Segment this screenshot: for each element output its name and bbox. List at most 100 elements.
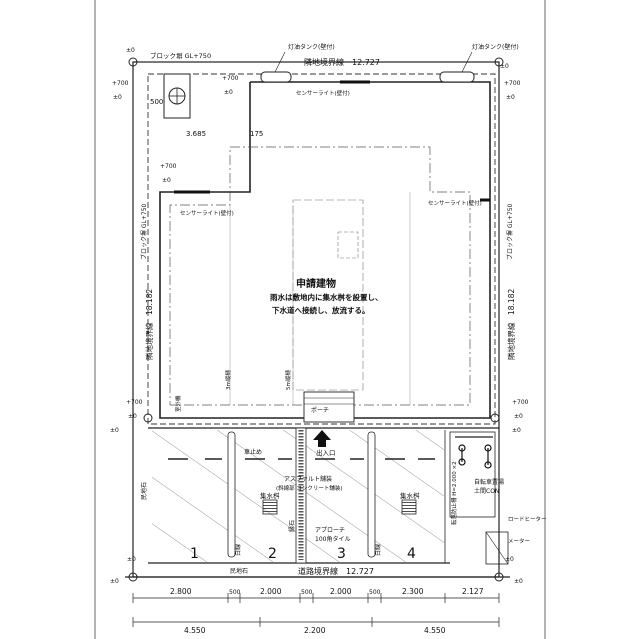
parking-space-4: 4 xyxy=(407,546,416,562)
label-sensor-top: センサーライト(壁付) xyxy=(296,89,350,97)
road-heater-diagonal xyxy=(485,531,509,565)
corner-marker-tl xyxy=(128,57,138,67)
elev-zero-tl: ±0 xyxy=(113,94,122,101)
elev-plus700-ml: +700 xyxy=(160,163,177,170)
porch-area xyxy=(303,391,355,423)
label-entrance: 出入口 xyxy=(316,448,336,457)
elev-zero-tr: ±0 xyxy=(506,94,515,101)
bicycle-icons xyxy=(458,444,492,469)
elev-zero-road-r: ±0 xyxy=(514,578,523,585)
label-pipe-left: 3m縦樋 xyxy=(224,370,232,390)
label-white-line-2: 白線 xyxy=(374,544,382,556)
oil-tank-right-shape xyxy=(439,71,475,83)
catch-basin-left xyxy=(262,499,278,515)
building-title: 申請建物 xyxy=(296,277,336,290)
label-porch: ポーチ xyxy=(311,406,329,414)
label-road-header: ロードヒーター xyxy=(508,515,547,523)
elev-plus700-tr: +700 xyxy=(504,80,521,87)
label-boundary-top: 隣地境界線 12.727 xyxy=(304,57,380,67)
label-road-boundary: 道路境界線 12.727 xyxy=(298,566,374,576)
label-approach-1: アプローチ xyxy=(315,527,345,534)
label-block-left: ブロック塀 GL+750 xyxy=(150,51,211,60)
oil-tank-left-shape xyxy=(260,71,292,83)
corner-marker-mr xyxy=(490,413,500,423)
parking-space-1: 1 xyxy=(190,546,199,562)
elev-zero-bl2: ±0 xyxy=(110,427,119,434)
dim-row1-2: 2.000 xyxy=(260,587,282,596)
building-outline xyxy=(159,81,491,419)
elev-zero-bl: ±0 xyxy=(128,413,137,420)
label-pipe-mid: 5m縦樋 xyxy=(284,370,292,390)
building-note-2: 下水道へ接続し、放流する。 xyxy=(272,305,370,315)
elev-zero-t: ±0 xyxy=(224,89,233,96)
label-road-stone: 縁石 xyxy=(288,520,296,532)
dim-row1-3: 500 xyxy=(301,589,313,596)
dim-row1-ticks xyxy=(132,593,500,603)
elev-zero-ml: ±0 xyxy=(162,177,171,184)
label-white-line-1: 白線 xyxy=(234,544,242,556)
dim-3685: 3.685 xyxy=(186,130,206,138)
parking-space-2: 2 xyxy=(268,546,277,562)
label-oil-tank-left: 灯油タンク(壁付) xyxy=(288,43,335,51)
elev-plus700-bl: +700 xyxy=(126,399,143,406)
dim-row2-ticks xyxy=(132,617,500,627)
corner-marker-tr xyxy=(494,57,504,67)
label-ac-small: 室外機 xyxy=(174,395,182,412)
dim-row1-6: 2.300 xyxy=(402,587,424,596)
entrance-arrow-icon xyxy=(313,430,331,447)
parking-space-3: 3 xyxy=(337,546,346,562)
bicycle-parking-area xyxy=(449,431,496,518)
dim-row1-1: 500 xyxy=(229,589,241,596)
block-wall-outline xyxy=(147,73,496,425)
label-oil-tank-right: 灯油タンク(壁付) xyxy=(472,43,519,51)
approach-walkway xyxy=(295,427,307,564)
dim-row2-0: 4.550 xyxy=(184,626,206,635)
label-approach-2: 100角タイル xyxy=(315,535,350,543)
parking-dividers xyxy=(227,431,376,558)
road-heater-box xyxy=(485,531,509,565)
label-bicycle-floor: 土間CON xyxy=(474,487,499,495)
label-catch-basin-left: 集水桝 xyxy=(260,491,280,500)
label-sensor-right: センサーライト(壁付) xyxy=(428,199,482,207)
elev-zero-bottom-l: ±0 xyxy=(127,556,136,563)
label-fence: 転落防止柵 H=2.000 ×2 xyxy=(450,461,458,525)
elev-zero-bottom-r: ±0 xyxy=(505,556,514,563)
building-inner-line xyxy=(169,146,471,406)
elev-zero-tr2: ±0 xyxy=(500,63,509,70)
corner-marker-ml xyxy=(143,413,153,423)
label-neighbor-stone-left: 民地石 xyxy=(140,482,148,500)
core-box xyxy=(337,231,359,259)
elev-zero-road-l: ±0 xyxy=(110,578,119,585)
dim-500: 500 xyxy=(150,98,163,106)
dim-row1-4: 2.000 xyxy=(330,587,352,596)
elev-plus700-br: +700 xyxy=(512,399,529,406)
label-sensor-left: センサーライト(壁付) xyxy=(180,209,234,217)
label-boundary-right: 隣地境界線 18.182 xyxy=(506,289,516,360)
divider-3 xyxy=(367,431,376,558)
label-block-right-side: ブロック塀 GL+750 xyxy=(506,203,514,260)
dim-row2-1: 2.200 xyxy=(304,626,326,635)
dim-row1-0: 2.800 xyxy=(170,587,192,596)
dim-row1-5: 500 xyxy=(369,589,381,596)
dim-175: 175 xyxy=(250,130,263,138)
building-note-1: 雨水は敷地内に集水桝を設置し、 xyxy=(270,292,383,302)
label-paving-2: (斜線部 コンクリート舗装) xyxy=(276,484,343,492)
catch-basin-right xyxy=(401,499,417,515)
elev-plus700-tl: +700 xyxy=(112,80,129,87)
dim-row2-2: 4.550 xyxy=(424,626,446,635)
label-neighbor-stone-bottom: 民地石 xyxy=(230,567,248,575)
label-boundary-left: 隣地境界線 18.182 xyxy=(144,289,154,360)
leader-oil-left xyxy=(274,51,286,73)
elev-zero-br2: ±0 xyxy=(512,427,521,434)
label-wheel-stop: 車止め xyxy=(244,448,262,456)
dim-row1-7: 2.127 xyxy=(462,587,484,596)
label-paving-1: アスファルト舗装 xyxy=(284,475,332,483)
label-meter: メーター xyxy=(508,537,530,545)
elev-zero-br: ±0 xyxy=(514,413,523,420)
label-block-left-side: ブロック塀 GL+750 xyxy=(140,203,148,260)
label-bicycle: 自転車置場 xyxy=(474,478,504,486)
elev-plus700-t: +700 xyxy=(222,75,239,82)
divider-1 xyxy=(227,431,236,558)
